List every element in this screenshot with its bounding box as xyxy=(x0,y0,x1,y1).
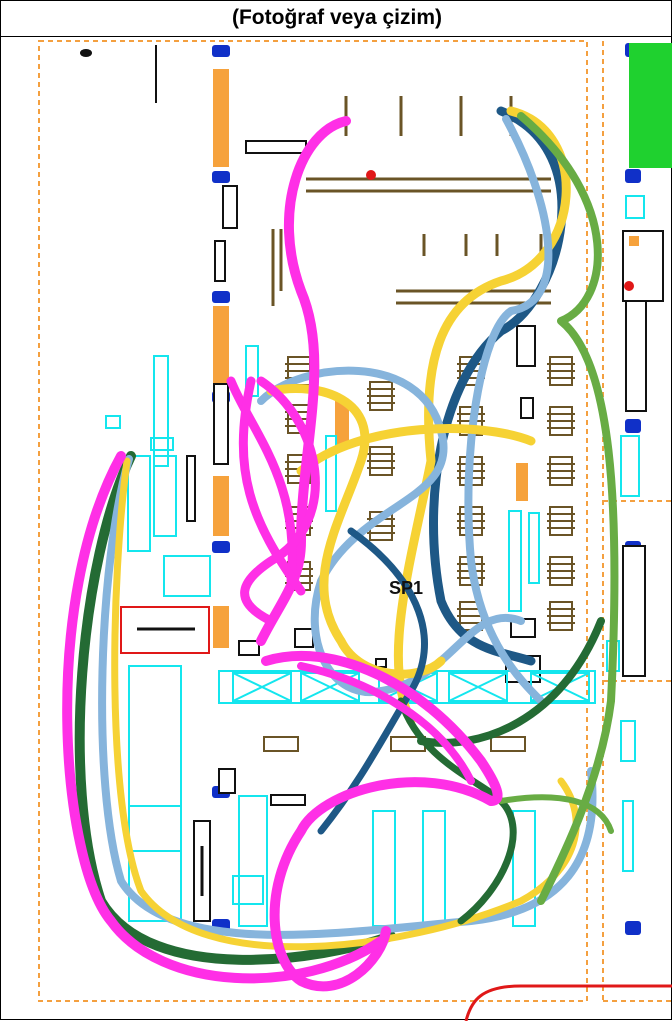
factory-layout-diagram: SP1 xyxy=(38,40,672,1021)
rack-stack xyxy=(547,556,575,586)
bottom-rack xyxy=(512,810,536,927)
orange-segment-4 xyxy=(213,606,229,648)
rack-stack xyxy=(547,601,575,631)
machine xyxy=(222,185,238,229)
light-blue-cable xyxy=(98,455,597,939)
blue-marker xyxy=(625,921,641,935)
navy-cable xyxy=(429,106,567,666)
rack-stack xyxy=(547,456,575,486)
pink-cable-4 xyxy=(240,376,320,626)
cyan-rack-2 xyxy=(127,455,151,552)
cyan-rack-4 xyxy=(163,555,211,597)
light-blue-cable-2 xyxy=(464,115,553,705)
pink-cable-3 xyxy=(238,376,306,596)
machine xyxy=(516,325,536,367)
right-column xyxy=(620,43,672,677)
conveyor-cell xyxy=(448,672,508,702)
yellow-cable-4 xyxy=(296,424,536,476)
orange-conveyor-column xyxy=(213,69,528,648)
machine xyxy=(213,383,229,465)
cyan-column xyxy=(325,435,337,512)
right-machine xyxy=(622,545,646,677)
station-label: SP1 xyxy=(389,578,423,598)
machine xyxy=(490,736,526,752)
black-panel xyxy=(186,455,196,522)
rack-stack xyxy=(547,356,575,386)
cyan-rack-1 xyxy=(153,355,169,467)
bottom-rack xyxy=(372,810,396,927)
light-green-cable-2 xyxy=(498,794,614,834)
machine xyxy=(294,628,314,648)
pink-cable-6 xyxy=(297,662,475,785)
machine xyxy=(270,794,306,806)
pink-cable-8 xyxy=(62,451,386,984)
orange-block xyxy=(629,236,639,246)
cyan-box-3 xyxy=(128,805,182,852)
machine xyxy=(375,658,387,668)
conveyor-cell xyxy=(232,672,292,702)
cyan-column xyxy=(508,510,522,612)
figure-title: (Fotoğraf veya çizim) xyxy=(1,1,672,37)
right-box xyxy=(620,435,640,497)
machine-dot xyxy=(80,49,92,57)
red-marker xyxy=(624,281,634,291)
blue-marker xyxy=(212,291,230,303)
cyan-rack-3 xyxy=(153,455,177,537)
orange-segment-1 xyxy=(213,69,229,167)
orange-segment-5 xyxy=(335,399,349,449)
blue-marker xyxy=(625,169,641,183)
right-box xyxy=(625,195,645,219)
cyan-column xyxy=(620,720,636,762)
machine xyxy=(263,736,299,752)
machines xyxy=(213,140,541,806)
rack-stack xyxy=(547,406,575,436)
cable-routes xyxy=(62,106,619,992)
blue-marker xyxy=(212,541,230,553)
cyan-column xyxy=(528,512,540,584)
cyan-conveyor-left xyxy=(128,665,182,922)
blue-marker xyxy=(625,419,641,433)
machine xyxy=(520,397,534,419)
right-machine xyxy=(625,300,647,412)
machine xyxy=(238,640,260,656)
orange-segment-2 xyxy=(213,306,229,386)
blue-marker xyxy=(212,171,230,183)
blue-marker xyxy=(212,45,230,57)
light-green-cable xyxy=(517,112,619,905)
main-zone-boundary xyxy=(38,40,588,1002)
cyan-column xyxy=(622,800,634,872)
machine xyxy=(218,768,236,794)
rack-stack xyxy=(367,446,395,476)
bottom-rack xyxy=(232,875,264,905)
yellow-cable-2 xyxy=(393,106,571,726)
bottom-rack xyxy=(422,810,446,927)
pink-cable-5 xyxy=(261,650,503,806)
green-area xyxy=(629,43,672,168)
pink-cable-7 xyxy=(269,777,496,992)
rack-stack xyxy=(367,381,395,411)
orange-segment-3 xyxy=(213,476,229,536)
red-marker xyxy=(366,170,376,180)
cyan-box-2 xyxy=(150,437,174,451)
cyan-box xyxy=(105,415,121,429)
machine xyxy=(245,140,307,154)
bottom-rack xyxy=(238,795,268,927)
orange-segment-6 xyxy=(516,463,528,501)
left-equipment xyxy=(80,45,211,922)
machine xyxy=(214,240,226,282)
red-boundary-arc xyxy=(464,984,672,1021)
rack-stack xyxy=(547,506,575,536)
